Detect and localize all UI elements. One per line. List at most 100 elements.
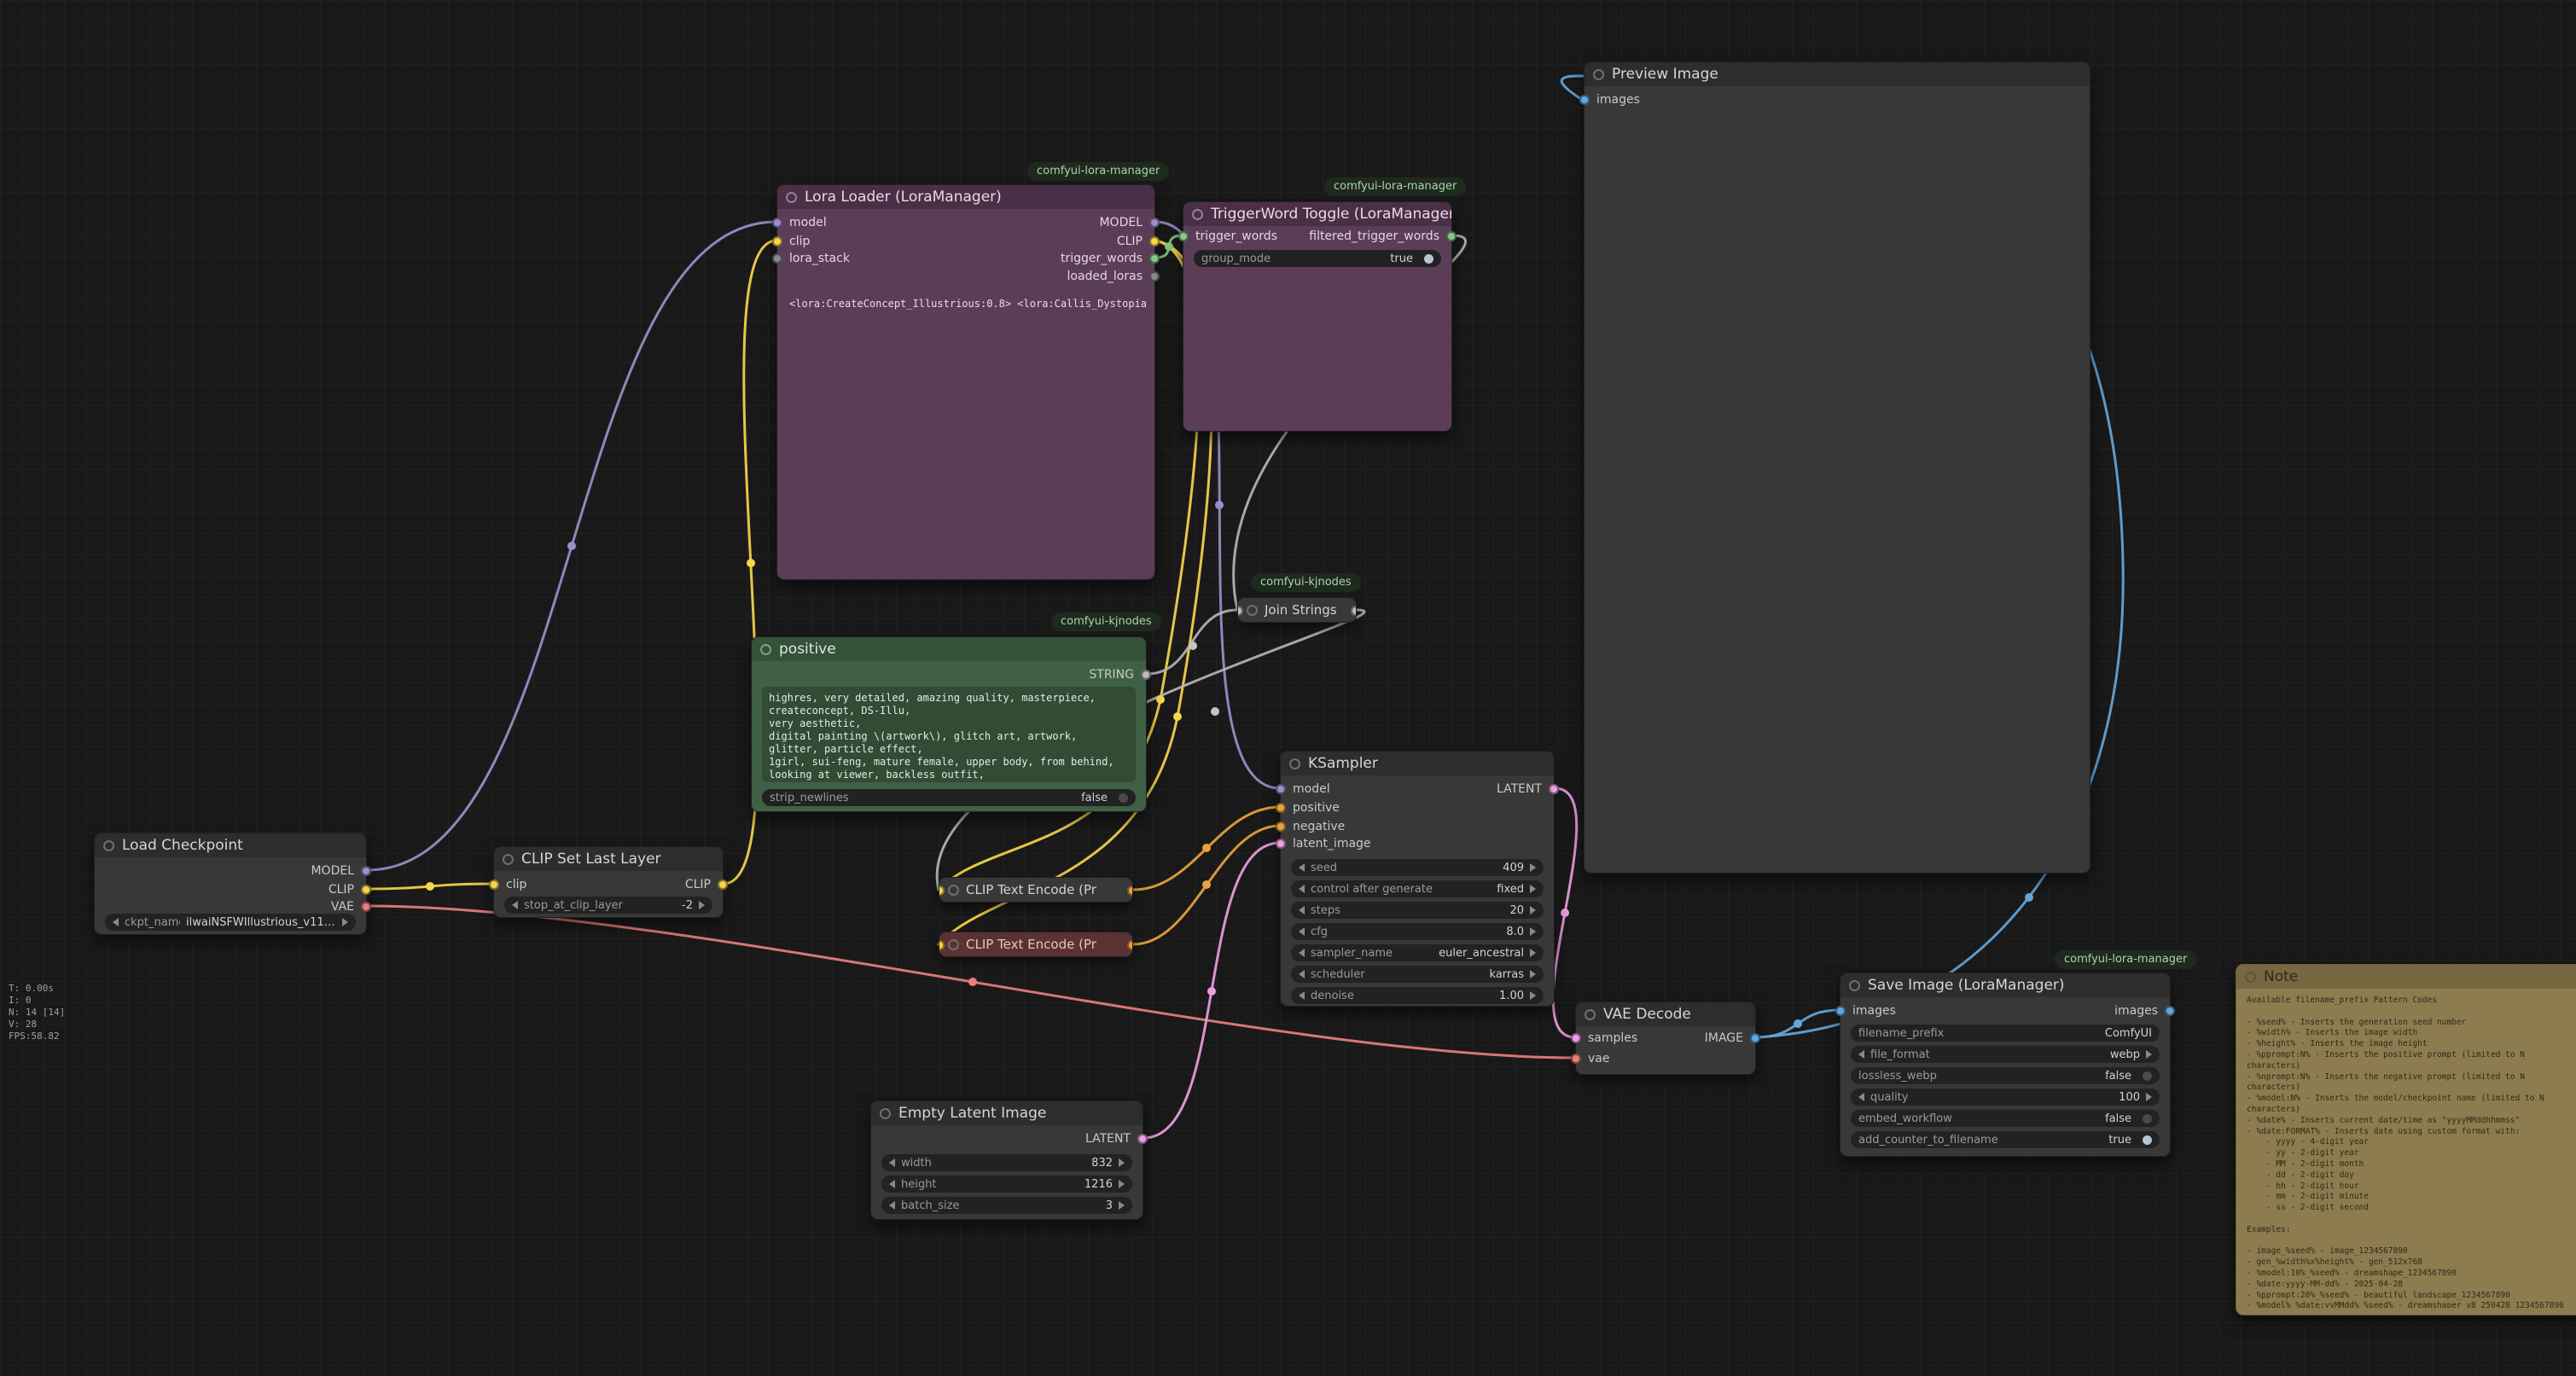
node-clip-set-last-layer[interactable]: CLIP Set Last Layer clip CLIP stop_at_cl…	[489, 846, 728, 918]
conditioning-output-port[interactable]	[1127, 940, 1132, 950]
node-save-image[interactable]: Save Image (LoraManager) images images f…	[1835, 972, 2175, 1157]
node-title-bar[interactable]: Save Image (LoraManager)	[1840, 973, 2170, 997]
decrement-arrow-icon[interactable]	[1299, 906, 1305, 914]
scheduler-widget[interactable]: scheduler karras	[1291, 966, 1544, 983]
model-output-port[interactable]	[361, 866, 371, 876]
stop-at-clip-layer-widget[interactable]: stop_at_clip_layer -2	[504, 897, 712, 914]
ckpt-name-widget[interactable]: ckpt_name ilwaiNSFWIllustrious_v110.s...	[105, 914, 356, 931]
strip-newlines-toggle[interactable]: strip_newlines false	[762, 789, 1136, 806]
collapse-icon[interactable]	[786, 191, 797, 203]
model-input-port[interactable]	[772, 218, 782, 228]
collapse-icon[interactable]	[103, 839, 114, 851]
decrement-arrow-icon[interactable]	[1858, 1050, 1864, 1059]
node-clip-text-encode-positive[interactable]: CLIP Text Encode (Pr	[939, 877, 1133, 903]
vae-input-port[interactable]	[1571, 1054, 1581, 1064]
node-ksampler[interactable]: KSampler model positive negative latent_…	[1276, 751, 1559, 1007]
collapse-icon[interactable]	[1192, 208, 1203, 220]
toggle-dot-icon[interactable]	[1424, 253, 1433, 264]
decrement-arrow-icon[interactable]	[889, 1158, 895, 1167]
lossless-webp-toggle[interactable]: lossless_webp false	[1851, 1067, 2160, 1084]
node-empty-latent-image[interactable]: Empty Latent Image LATENT width 832 heig…	[870, 1100, 1148, 1220]
decrement-arrow-icon[interactable]	[1858, 1093, 1864, 1101]
node-join-strings[interactable]: Join Strings	[1237, 597, 1357, 623]
sampler-name-widget[interactable]: sampler_name euler_ancestral	[1291, 944, 1544, 961]
collapse-icon[interactable]	[948, 884, 959, 896]
string-output-port[interactable]	[1141, 670, 1151, 680]
node-title-bar[interactable]: VAE Decode	[1576, 1002, 1755, 1026]
node-title-bar[interactable]: KSampler	[1281, 752, 1554, 775]
node-preview-image[interactable]: Preview Image images	[1579, 61, 2090, 874]
denoise-widget[interactable]: denoise 1.00	[1291, 987, 1544, 1004]
increment-arrow-icon[interactable]	[2146, 1093, 2152, 1101]
decrement-arrow-icon[interactable]	[1299, 863, 1305, 872]
node-title-bar[interactable]: positive	[752, 637, 1146, 661]
collapse-icon[interactable]	[1849, 979, 1860, 991]
node-triggerword-toggle[interactable]: TriggerWord Toggle (LoraManager) trigger…	[1178, 201, 1457, 432]
collapse-icon[interactable]	[760, 643, 771, 655]
lora-list-text[interactable]: <lora:CreateConcept_Illustrious:0.8> <lo…	[789, 298, 1146, 310]
decrement-arrow-icon[interactable]	[113, 918, 119, 926]
node-title-bar[interactable]: CLIP Set Last Layer	[494, 847, 723, 871]
node-note[interactable]: Note Available filename_prefix Pattern C…	[2236, 964, 2576, 1315]
collapse-icon[interactable]	[1247, 604, 1258, 616]
toggle-dot-icon[interactable]	[2143, 1071, 2152, 1081]
node-vae-decode[interactable]: VAE Decode samples vae IMAGE	[1571, 1002, 1760, 1075]
clip-output-port[interactable]	[361, 885, 371, 895]
increment-arrow-icon[interactable]	[342, 918, 348, 926]
decrement-arrow-icon[interactable]	[1299, 949, 1305, 957]
batch-size-widget[interactable]: batch_size 3	[881, 1197, 1132, 1214]
trigger-words-input-port[interactable]	[1178, 231, 1189, 241]
model-input-port[interactable]	[1276, 784, 1286, 794]
string-input-port[interactable]	[1238, 606, 1243, 616]
vae-output-port[interactable]	[361, 902, 371, 912]
collapse-icon[interactable]	[1593, 68, 1604, 80]
steps-widget[interactable]: steps 20	[1291, 902, 1544, 919]
model-output-port[interactable]	[1149, 218, 1160, 228]
increment-arrow-icon[interactable]	[1530, 906, 1536, 914]
node-title-bar[interactable]: TriggerWord Toggle (LoraManager)	[1183, 202, 1451, 226]
collapse-icon[interactable]	[1585, 1008, 1596, 1020]
height-widget[interactable]: height 1216	[881, 1176, 1132, 1193]
image-output-port[interactable]	[1750, 1033, 1760, 1043]
file-format-widget[interactable]: file_format webp	[1851, 1046, 2160, 1063]
decrement-arrow-icon[interactable]	[1299, 927, 1305, 936]
node-title-bar[interactable]: Empty Latent Image	[871, 1101, 1143, 1125]
clip-input-port[interactable]	[772, 236, 782, 247]
increment-arrow-icon[interactable]	[1530, 949, 1536, 957]
clip-input-port[interactable]	[939, 940, 945, 950]
loaded-loras-output-port[interactable]	[1149, 271, 1160, 282]
width-widget[interactable]: width 832	[881, 1154, 1132, 1171]
embed-workflow-toggle[interactable]: embed_workflow false	[1851, 1110, 2160, 1127]
collapse-icon[interactable]	[880, 1107, 891, 1119]
increment-arrow-icon[interactable]	[1119, 1158, 1125, 1167]
latent-output-port[interactable]	[1137, 1134, 1148, 1144]
node-positive-prompt[interactable]: positive STRING highres, very detailed, …	[751, 636, 1151, 812]
clip-output-port[interactable]	[1149, 236, 1160, 247]
seed-widget[interactable]: seed 409	[1291, 859, 1544, 876]
conditioning-output-port[interactable]	[1127, 885, 1132, 896]
node-title-bar[interactable]: Load Checkpoint	[95, 833, 366, 857]
negative-input-port[interactable]	[1276, 822, 1286, 832]
increment-arrow-icon[interactable]	[1530, 863, 1536, 872]
decrement-arrow-icon[interactable]	[1299, 970, 1305, 978]
collapse-icon[interactable]	[2245, 971, 2256, 983]
node-title-bar[interactable]: Lora Loader (LoraManager)	[777, 185, 1154, 209]
node-title-bar[interactable]: Preview Image	[1585, 62, 2090, 86]
node-title-bar[interactable]: Note	[2236, 965, 2576, 989]
images-input-port[interactable]	[1835, 1006, 1846, 1016]
clip-input-port[interactable]	[489, 880, 499, 890]
increment-arrow-icon[interactable]	[1119, 1180, 1125, 1188]
toggle-dot-icon[interactable]	[2143, 1135, 2152, 1145]
latent-output-port[interactable]	[1549, 784, 1559, 794]
positive-input-port[interactable]	[1276, 803, 1286, 813]
increment-arrow-icon[interactable]	[2146, 1050, 2152, 1059]
collapse-icon[interactable]	[1289, 758, 1300, 769]
collapse-icon[interactable]	[948, 938, 959, 950]
lora-stack-input-port[interactable]	[772, 253, 782, 264]
decrement-arrow-icon[interactable]	[1299, 885, 1305, 893]
toggle-dot-icon[interactable]	[2143, 1113, 2152, 1123]
images-input-port[interactable]	[1579, 95, 1590, 105]
clip-output-port[interactable]	[718, 880, 728, 890]
node-lora-loader[interactable]: Lora Loader (LoraManager) model clip lor…	[772, 184, 1160, 580]
quality-widget[interactable]: quality 100	[1851, 1089, 2160, 1106]
